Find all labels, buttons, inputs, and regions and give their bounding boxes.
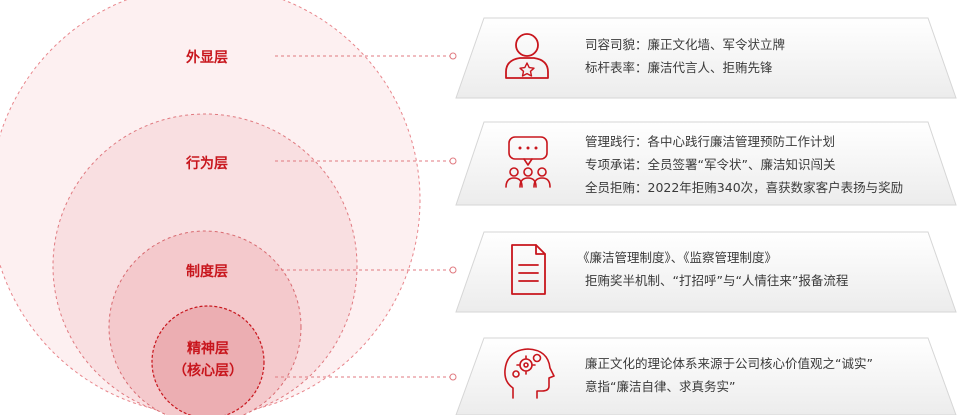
panel-3-line-2: 拒贿奖半机制、“打招呼”与“人情往来”报备流程 bbox=[585, 273, 849, 288]
panel-4-text: 廉正文化的理论体系来源于公司核心价值观之“诚实” 意指“廉洁自律、求真务实” bbox=[585, 352, 873, 398]
panel-3-line-1: 《廉洁管理制度》、《监察管理制度》 bbox=[577, 250, 778, 265]
document-icon bbox=[511, 244, 546, 295]
layer-label-core: 精神层 （核心层） bbox=[168, 338, 248, 382]
panel-3 bbox=[455, 231, 957, 313]
head-gear-icon bbox=[504, 348, 555, 399]
group-chat-icon bbox=[505, 136, 551, 188]
layer-label-system: 制度层 bbox=[186, 264, 228, 280]
connector-dot-4 bbox=[449, 373, 457, 381]
layer-label-core-line2: （核心层） bbox=[173, 363, 243, 379]
panel-4-line-1: 廉正文化的理论体系来源于公司核心价值观之“诚实” bbox=[585, 356, 873, 371]
info-panels bbox=[455, 17, 957, 415]
nested-circles bbox=[0, 0, 421, 415]
panel-2-line-3: 全员拒贿：2022年拒贿340次，喜获数家客户表扬与奖励 bbox=[585, 180, 904, 195]
circle-core bbox=[151, 305, 265, 415]
layer-label-outer: 外显层 bbox=[186, 50, 228, 66]
layer-label-core-line1: 精神层 bbox=[187, 341, 229, 357]
panel-4 bbox=[455, 337, 957, 415]
panel-2-line-1: 管理践行：各中心践行廉洁管理预防工作计划 bbox=[585, 134, 836, 149]
panel-2-text: 管理践行：各中心践行廉洁管理预防工作计划 专项承诺：全员签署“军令状”、廉洁知识… bbox=[585, 130, 903, 199]
connector-dot-1 bbox=[449, 52, 457, 60]
connector-dot-2 bbox=[449, 157, 457, 165]
layer-label-behavior: 行为层 bbox=[186, 156, 228, 172]
panel-1-line-2: 标杆表率：廉洁代言人、拒贿先锋 bbox=[585, 60, 773, 75]
panel-2-line-2: 专项承诺：全员签署“军令状”、廉洁知识闯关 bbox=[585, 157, 836, 172]
panel-4-line-2: 意指“廉洁自律、求真务实” bbox=[585, 379, 736, 394]
connector-dots bbox=[449, 52, 457, 381]
panel-1-line-1: 司容司貌：廉正文化墙、军令状立牌 bbox=[585, 37, 786, 52]
user-badge-icon bbox=[505, 33, 549, 79]
panel-3-text: 《廉洁管理制度》、《监察管理制度》 拒贿奖半机制、“打招呼”与“人情往来”报备流… bbox=[577, 246, 848, 292]
connector-dot-3 bbox=[449, 266, 457, 274]
panel-1-text: 司容司貌：廉正文化墙、军令状立牌 标杆表率：廉洁代言人、拒贿先锋 bbox=[585, 33, 785, 79]
panel-2 bbox=[455, 121, 957, 206]
connectors bbox=[275, 55, 450, 378]
panel-1 bbox=[455, 17, 957, 99]
